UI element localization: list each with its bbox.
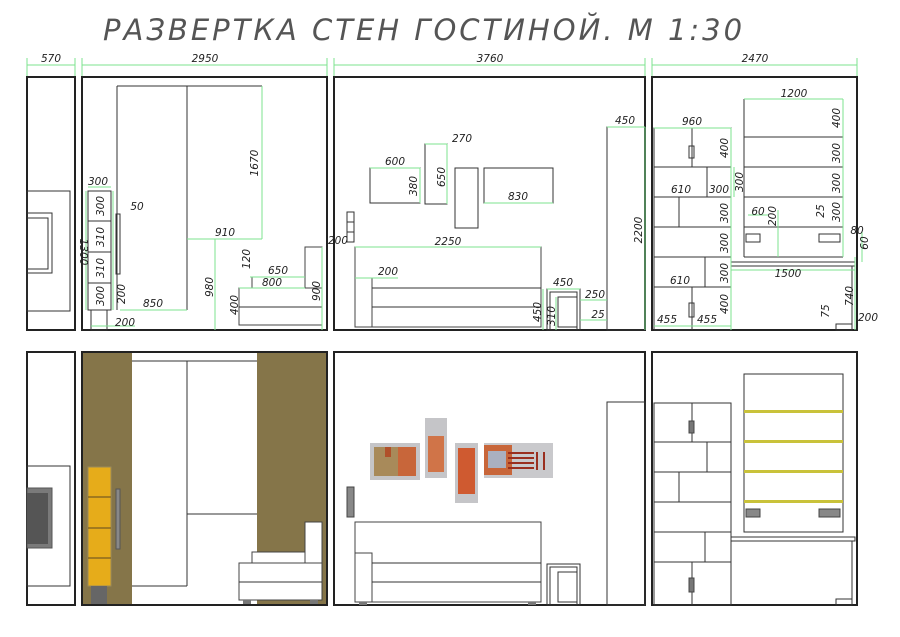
door-handle bbox=[688, 420, 695, 434]
floor-lamp bbox=[115, 488, 121, 550]
door-handle bbox=[688, 302, 695, 318]
wall-width-label: 2470 bbox=[742, 53, 769, 65]
desk bbox=[730, 536, 856, 606]
dimension-label: 610 bbox=[671, 184, 691, 196]
dimension-label: 450 bbox=[615, 115, 635, 127]
dimension-label: 75 bbox=[820, 304, 832, 318]
dimension-label: 1200 bbox=[781, 88, 808, 100]
tall-cabinet bbox=[606, 401, 646, 606]
dimension-label: 960 bbox=[682, 116, 702, 128]
shelving-unit bbox=[653, 127, 732, 331]
dimension-label: 300 bbox=[734, 172, 746, 192]
dimension-label: 200 bbox=[378, 266, 398, 278]
dimension-label: 25 bbox=[591, 309, 605, 321]
dimension-label: 50 bbox=[130, 201, 144, 213]
dimension-label: 300 bbox=[719, 233, 731, 253]
overall-dimensions: 570 2950 3760 2470 bbox=[26, 53, 858, 77]
wall-width-label: 2950 bbox=[192, 53, 219, 65]
dimension-label: 250 bbox=[585, 289, 605, 301]
dimension-label: 380 bbox=[408, 176, 420, 196]
dimension-label: 300 bbox=[709, 184, 729, 196]
dimension-label: 60 bbox=[751, 206, 765, 218]
artwork-panel-3 bbox=[455, 443, 478, 503]
dimension-label: 80 bbox=[850, 225, 864, 237]
wall-c-line-drawing: 200 600 380 270 650 830 2250 200 450 250… bbox=[328, 76, 646, 331]
dimension-label: 300 bbox=[88, 176, 108, 188]
dimension-label: 120 bbox=[241, 249, 253, 269]
switch-block bbox=[346, 486, 355, 518]
wall-d-line-drawing: 1200 400 300 300 300 960 400 300 610 300… bbox=[651, 76, 878, 331]
open-shelves bbox=[743, 99, 843, 258]
wall-a-line-drawing bbox=[26, 76, 76, 331]
wall-d-color-elevation bbox=[651, 351, 858, 606]
dimension-label: 400 bbox=[229, 295, 241, 315]
wall-a-color-elevation bbox=[26, 351, 76, 606]
dimension-label: 1500 bbox=[775, 268, 802, 280]
armchair bbox=[238, 521, 323, 605]
dimension-label: 1670 bbox=[249, 149, 261, 176]
artwork-panel-4 bbox=[484, 443, 553, 478]
dimension-label: 400 bbox=[719, 138, 731, 158]
dimension-label: 300 bbox=[831, 202, 843, 222]
dimension-label: 1300 bbox=[77, 239, 89, 266]
wall-b-line-drawing: 300 300 310 310 300 1300 50 1670 910 980… bbox=[77, 76, 328, 331]
dimension-label: 400 bbox=[831, 108, 843, 128]
door-handle bbox=[688, 145, 695, 159]
shelving-unit bbox=[653, 402, 732, 606]
dimension-label: 270 bbox=[452, 133, 472, 145]
sofa bbox=[354, 521, 542, 605]
side-table bbox=[546, 563, 581, 606]
shelf-column bbox=[87, 466, 112, 605]
dimension-label: 600 bbox=[385, 156, 405, 168]
dimension-label: 910 bbox=[215, 227, 235, 239]
artwork-panel-2 bbox=[425, 418, 447, 478]
dimension-label: 300 bbox=[95, 286, 107, 306]
dimension-label: 200 bbox=[767, 206, 779, 226]
open-shelves bbox=[743, 373, 844, 533]
dimension-label: 800 bbox=[262, 277, 282, 289]
dimension-label: 60 bbox=[859, 236, 871, 250]
wall-c-color-elevation bbox=[333, 351, 646, 606]
dimension-label: 200 bbox=[328, 235, 348, 247]
dimension-label: 850 bbox=[143, 298, 163, 310]
wall-width-label: 570 bbox=[41, 53, 61, 65]
dimension-label: 450 bbox=[553, 277, 573, 289]
dimension-label: 740 bbox=[844, 286, 856, 306]
dimension-label: 300 bbox=[831, 173, 843, 193]
dimension-label: 455 bbox=[657, 314, 677, 326]
dimension-label: 310 bbox=[95, 258, 107, 278]
dimension-label: 310 bbox=[95, 227, 107, 247]
dimension-label: 830 bbox=[508, 191, 528, 203]
dimension-label: 2250 bbox=[435, 236, 462, 248]
artwork-panel-3 bbox=[454, 167, 479, 229]
armchair bbox=[238, 246, 323, 326]
dimension-label: 200 bbox=[858, 312, 878, 324]
dimension-label: 610 bbox=[670, 275, 690, 287]
door-handle bbox=[688, 577, 695, 593]
artwork-panel-1 bbox=[370, 443, 420, 480]
dimension-label: 300 bbox=[719, 263, 731, 283]
dimension-label: 2200 bbox=[633, 216, 645, 243]
dimension-label: 200 bbox=[115, 317, 135, 329]
wall-b-color-elevation bbox=[81, 351, 328, 606]
dimension-label: 200 bbox=[116, 284, 128, 304]
dimension-label: 400 bbox=[719, 294, 731, 314]
dimension-label: 300 bbox=[95, 196, 107, 216]
wall-width-label: 3760 bbox=[477, 53, 504, 65]
dimension-label: 25 bbox=[815, 204, 827, 218]
switch-block bbox=[346, 211, 355, 243]
sofa bbox=[354, 246, 542, 328]
dimension-label: 650 bbox=[436, 167, 448, 187]
dimension-label: 650 bbox=[268, 265, 288, 277]
drawing-title: РАЗВЕРТКА СТЕН ГОСТИНОЙ. М 1:30 bbox=[103, 13, 745, 47]
dimension-label: 310 bbox=[546, 306, 558, 326]
floor-lamp bbox=[115, 213, 121, 275]
dimension-label: 300 bbox=[831, 143, 843, 163]
dimension-label: 300 bbox=[719, 203, 731, 223]
dimension-label: 450 bbox=[532, 302, 544, 322]
dimension-label: 980 bbox=[204, 277, 216, 297]
dimension-label: 900 bbox=[311, 281, 323, 301]
dimension-label: 455 bbox=[697, 314, 717, 326]
